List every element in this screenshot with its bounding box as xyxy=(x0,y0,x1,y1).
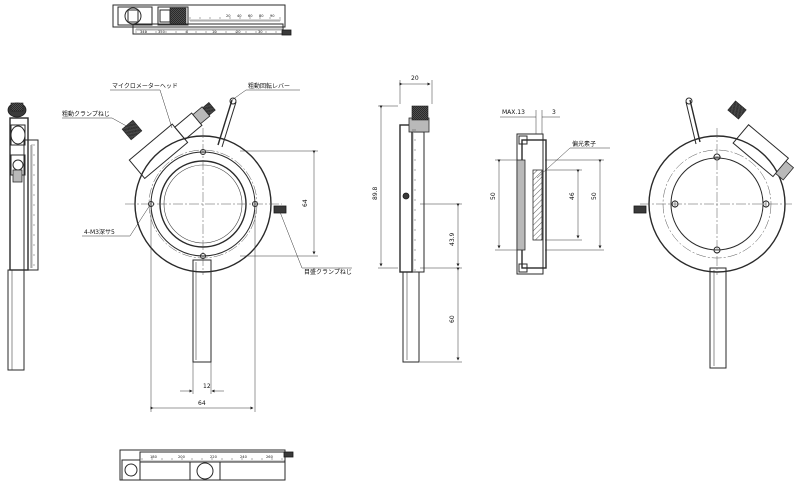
top-scale-label: 60 xyxy=(248,14,253,18)
bottom-scale-label: 220 xyxy=(210,455,218,459)
label-coarse-lever: 粗動回転レバー xyxy=(248,82,290,90)
dim-50-right: 50 xyxy=(591,192,598,200)
bottom-scale-label: 180 xyxy=(150,455,158,459)
bottom-scale-label: 260 xyxy=(266,455,274,459)
front-view: 64 12 64 マイクロメーターヘッド 粗動回転レバー 粗動クランプねじ 4-… xyxy=(62,82,352,412)
label-scale-clamp: 目盛クランプねじ xyxy=(304,268,352,276)
section-view: MAX.13 3 偏光素子 50 46 50 xyxy=(490,109,610,275)
dim-64-vertical: 64 xyxy=(302,199,309,207)
top-scale-label: 80 xyxy=(259,14,264,18)
top-scale-under-label: 0 xyxy=(186,30,189,34)
label-mount-holes: 4-M3深サ5 xyxy=(84,228,115,236)
top-scale-label: 20 xyxy=(226,14,231,18)
top-scale-under-label: 340 xyxy=(140,30,148,34)
top-scale-under-label: 350 xyxy=(158,30,166,34)
bottom-scale-label: 200 xyxy=(178,455,186,459)
dim-43-9: 43.9 xyxy=(449,232,456,246)
dim-3: 3 xyxy=(552,109,556,116)
top-scale-label: 90 xyxy=(270,14,275,18)
label-coarse-clamp: 粗動クランプねじ xyxy=(62,110,110,118)
bottom-scale-label: 240 xyxy=(240,455,248,459)
label-micrometer-head: マイクロメーターヘッド xyxy=(112,82,178,90)
dim-20: 20 xyxy=(411,75,419,82)
dim-64-horizontal: 64 xyxy=(198,400,206,407)
top-scale-under-label: 20 xyxy=(236,30,241,34)
dim-46: 46 xyxy=(569,192,576,200)
top-view: 20 40 60 80 90 340 350 0 10 20 30 xyxy=(112,4,292,36)
dim-50-left: 50 xyxy=(490,192,497,200)
top-scale-under-label: 10 xyxy=(212,30,217,34)
dim-89-8: 89.8 xyxy=(372,186,379,200)
label-polarizer: 偏光素子 xyxy=(572,140,596,148)
dim-max13: MAX.13 xyxy=(502,109,525,116)
dim-60: 60 xyxy=(449,315,456,323)
side-view-scale: 20 89.8 43.9 60 xyxy=(372,75,462,363)
left-side-view xyxy=(7,102,39,371)
dim-12: 12 xyxy=(203,383,211,390)
bottom-view: 180 200 220 240 260 xyxy=(119,449,294,481)
top-scale-label: 40 xyxy=(237,14,242,18)
top-scale-under-label: 30 xyxy=(258,30,263,34)
rear-view xyxy=(633,97,795,369)
